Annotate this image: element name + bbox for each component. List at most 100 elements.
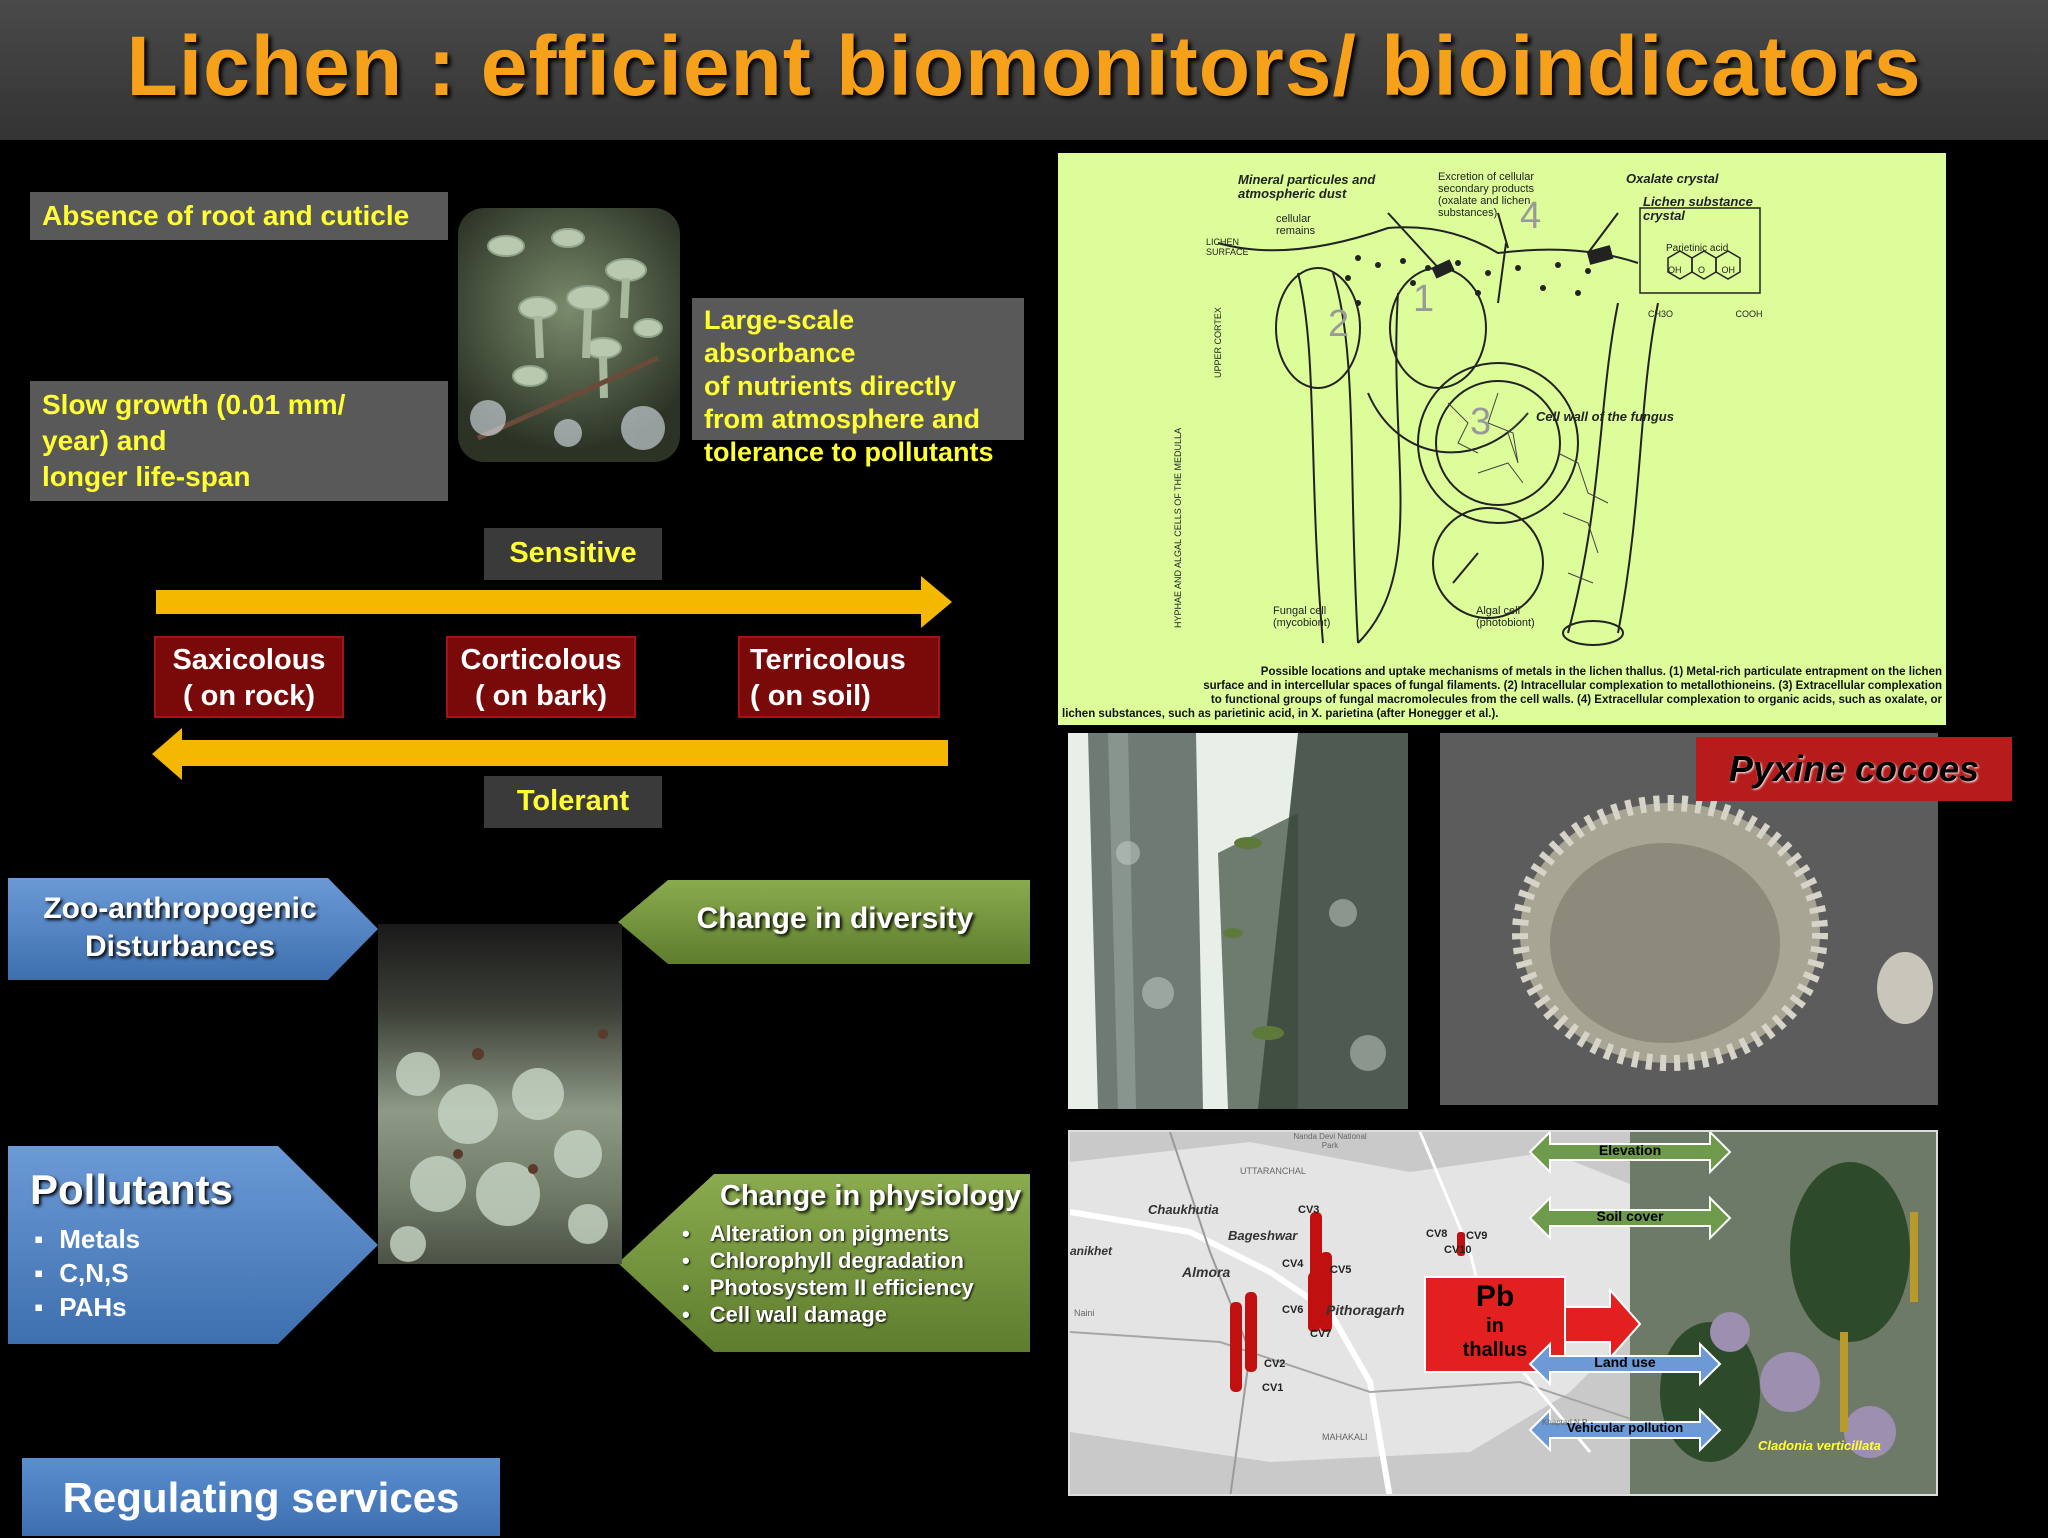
factor-elevation: Elevation xyxy=(1598,1142,1662,1158)
physiology-item: Alteration on pigments xyxy=(682,1220,974,1247)
factor-land-use: Land use xyxy=(1594,1354,1656,1370)
diagram-number: 1 xyxy=(1413,278,1435,320)
diagram-label: Mineral particules and atmospheric dust xyxy=(1238,173,1375,201)
diagram-number: 2 xyxy=(1328,303,1350,345)
diagram-label: Parietinic acid xyxy=(1666,243,1729,254)
slow-growth-box: Slow growth (0.01 mm/ year) and longer l… xyxy=(30,381,448,501)
site-label: CV2 xyxy=(1264,1358,1286,1370)
site-label: CV5 xyxy=(1330,1264,1352,1276)
slide-title: Lichen : efficient biomonitors/ bioindic… xyxy=(126,19,1922,113)
diagram-text: secondary products xyxy=(1438,183,1534,195)
corticolous-box: Corticolous ( on bark) xyxy=(446,636,636,718)
map-place: Almora xyxy=(1182,1264,1231,1280)
tree-trunks-icon xyxy=(1068,733,1408,1109)
caption-line: to functional groups of fungal macromole… xyxy=(1210,694,1942,706)
diagram-label: Lichen substance crystal xyxy=(1643,195,1753,223)
slow-growth-line: Slow growth (0.01 mm/ xyxy=(42,389,346,420)
physiology-title: Change in physiology xyxy=(720,1180,1022,1212)
tolerant-label: Tolerant xyxy=(484,776,662,828)
disturbances-label: Zoo-anthropogenic Disturbances xyxy=(20,890,340,966)
pb-text: Pb xyxy=(1475,1280,1515,1313)
pollutant-item: C,N,S xyxy=(34,1256,140,1290)
saxicolous-box: Saxicolous ( on rock) xyxy=(154,636,344,718)
map-panel: Chaukhutia Bageshwar Almora Pithoragarh … xyxy=(1068,1130,1938,1496)
map-place: anikhet xyxy=(1070,1244,1113,1258)
diagram-label: Cell wall of the fungus xyxy=(1536,409,1674,424)
site-label: CV7 xyxy=(1310,1328,1332,1340)
pollutants-list: Metals C,N,S PAHs xyxy=(34,1222,140,1324)
type-substrate: ( on soil) xyxy=(750,680,871,712)
fruticose-lichen-icon xyxy=(390,1029,608,1262)
title-bar xyxy=(0,0,2048,140)
type-substrate: ( on bark) xyxy=(474,680,608,712)
absorbance-line: of nutrients directly xyxy=(704,371,957,401)
diagram-text: (oxalate and lichen xyxy=(1438,195,1531,207)
map-place: Bageshwar xyxy=(1228,1228,1298,1243)
diagram-number: 4 xyxy=(1520,195,1542,237)
pollutants-title: Pollutants xyxy=(30,1166,234,1213)
site-label: CV3 xyxy=(1298,1204,1320,1216)
diagram-text: Fungal cell xyxy=(1273,605,1327,617)
chem-text: OH xyxy=(1668,265,1682,275)
map-place: Khaptad N.P xyxy=(1542,1418,1588,1427)
factor-soil-cover: Soil cover xyxy=(1596,1208,1664,1224)
diagram-text: atmospheric dust xyxy=(1238,186,1347,201)
diagram-text: crystal xyxy=(1643,208,1685,223)
site-label: CV10 xyxy=(1444,1244,1472,1256)
diagram-label: UPPER CORTEX xyxy=(1213,307,1223,378)
diagram-text: Excretion of cellular xyxy=(1438,171,1534,183)
physiology-item: Cell wall damage xyxy=(682,1301,974,1328)
physiology-list: Alteration on pigments Chlorophyll degra… xyxy=(682,1220,974,1328)
caption-line: lichen substances, such as parietinic ac… xyxy=(1062,708,1499,720)
chem-text: OH xyxy=(1721,265,1736,275)
diagram-caption: Possible locations and uptake mechanisms… xyxy=(1062,665,1942,721)
caption-line: surface and in intercellular spaces of f… xyxy=(1203,680,1942,692)
map-place: Nanda Devi National Park xyxy=(1293,1132,1367,1150)
absorbance-line: tolerance to pollutants xyxy=(704,437,994,467)
diagram-label: Algal cell (photobiont) xyxy=(1476,605,1535,629)
type-name: Saxicolous xyxy=(172,644,326,676)
slow-growth-line: year) and xyxy=(42,425,167,456)
sensitive-arrow xyxy=(156,576,952,628)
terricolous-box: Terricolous ( on soil) xyxy=(738,636,940,718)
tree-trunk-photo xyxy=(1068,733,1408,1109)
pb-text: in xyxy=(1486,1315,1504,1337)
map-place: Pithoragarh xyxy=(1326,1302,1405,1318)
diagram-text: (photobiont) xyxy=(1476,617,1535,629)
uptake-diagram: Mineral particules and atmospheric dust … xyxy=(1058,153,1946,725)
site-label: CV4 xyxy=(1282,1258,1304,1270)
physiology-item: Chlorophyll degradation xyxy=(682,1247,974,1274)
diagram-label: Fungal cell (mycobiont) xyxy=(1273,605,1330,629)
pyxine-label: Pyxine cocoes xyxy=(1696,737,2012,801)
diagram-text: Lichen substance xyxy=(1643,194,1753,209)
caption-line: Possible locations and uptake mechanisms… xyxy=(1260,666,1942,678)
absorbance-box: Large-scale absorbance of nutrients dire… xyxy=(692,298,1024,467)
map-place: MAHAKALI xyxy=(1322,1432,1368,1442)
disturbances-line: Zoo-anthropogenic xyxy=(43,892,317,925)
region-map xyxy=(1070,1132,1936,1494)
sensitive-label: Sensitive xyxy=(484,528,662,580)
chem-text: COOH xyxy=(1735,309,1763,319)
diagram-text: (mycobiont) xyxy=(1273,617,1331,629)
site-label: CV8 xyxy=(1426,1228,1448,1240)
diagram-text: Mineral particules and xyxy=(1238,172,1376,187)
slow-growth-line: longer life-span xyxy=(42,461,251,492)
type-name: Terricolous xyxy=(750,644,906,676)
map-place: Naini xyxy=(1074,1308,1095,1318)
diagram-label: cellular remains xyxy=(1276,213,1315,237)
diagram-label: HYPHAE AND ALGAL CELLS OF THE MEDULLA xyxy=(1173,427,1183,628)
site-label: CV1 xyxy=(1262,1382,1284,1394)
pb-text: thallus xyxy=(1462,1339,1528,1361)
lichen-branch-photo xyxy=(378,924,622,1264)
diagram-text: cellular xyxy=(1276,213,1311,225)
thallus-drawing xyxy=(1217,207,1761,646)
physiology-item: Photosystem II efficiency xyxy=(682,1274,974,1301)
absorbance-line: from atmosphere and xyxy=(704,404,981,434)
diagram-text: remains xyxy=(1276,225,1316,237)
map-place: UTTARANCHAL xyxy=(1240,1166,1306,1176)
type-name: Corticolous xyxy=(460,644,622,676)
diagram-label: Excretion of cellular secondary products… xyxy=(1438,171,1534,219)
species-label: Cladonia verticillata xyxy=(1758,1438,1881,1453)
diagram-text: SURFACE xyxy=(1206,247,1249,257)
diagram-text: Algal cell xyxy=(1476,605,1521,617)
